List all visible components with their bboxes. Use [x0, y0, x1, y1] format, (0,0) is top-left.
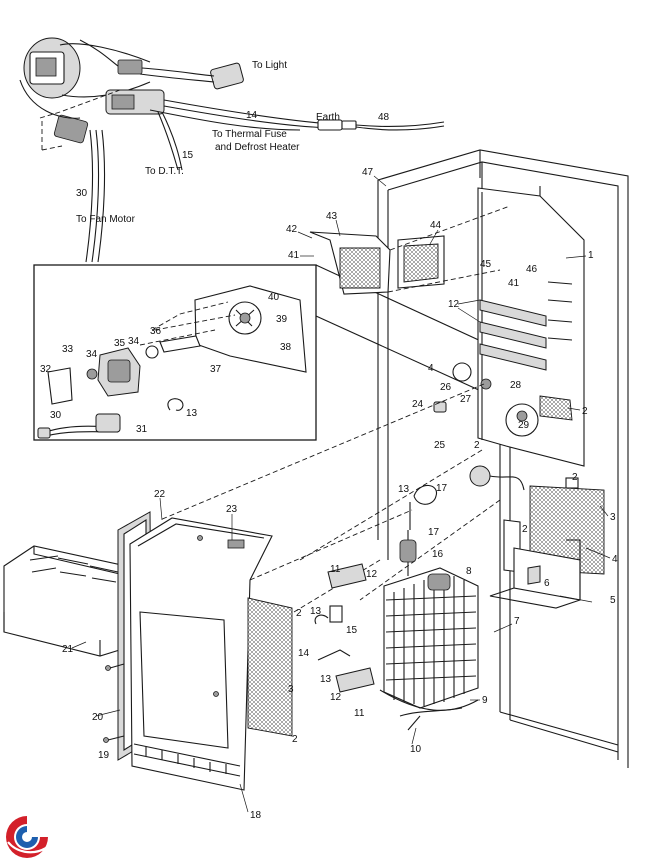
callout-37: 37: [210, 364, 222, 375]
callout-41: 41: [508, 278, 520, 289]
callout-12: 12: [330, 692, 342, 703]
callout-19: 19: [98, 750, 110, 761]
callout-48: 48: [378, 112, 390, 123]
callout-47: 47: [362, 167, 374, 178]
callout-18: 18: [250, 810, 262, 821]
callout-11: 11: [330, 564, 341, 575]
callout-35: 35: [114, 338, 126, 349]
callout-3: 3: [288, 684, 294, 695]
callout-4: 4: [428, 363, 434, 374]
callout-7: 7: [514, 616, 520, 627]
callout-17: 17: [428, 527, 440, 538]
callout-2: 2: [522, 524, 528, 535]
label-defrost-heater: and Defrost Heater: [215, 142, 300, 153]
callout-2: 2: [296, 608, 302, 619]
callout-2: 2: [474, 440, 480, 451]
callout-5: 5: [610, 595, 616, 606]
callout-24: 24: [412, 399, 424, 410]
callout-46: 46: [526, 264, 538, 275]
callout-10: 10: [410, 744, 422, 755]
callout-13: 13: [186, 408, 198, 419]
callout-2: 2: [572, 472, 578, 483]
callout-34: 34: [86, 349, 98, 360]
callout-25: 25: [434, 440, 446, 451]
callout-39: 39: [276, 314, 288, 325]
callout-14: 14: [298, 648, 310, 659]
callout-15: 15: [182, 150, 194, 161]
callout-33: 33: [62, 344, 74, 355]
freezer-cabinet: [159, 149, 629, 768]
callout-22: 22: [154, 489, 166, 500]
callout-29: 29: [518, 420, 530, 431]
callout-13: 13: [320, 674, 332, 685]
callout-30: 30: [50, 410, 62, 421]
callout-13: 13: [398, 484, 410, 495]
callout-9: 9: [482, 695, 488, 706]
callout-43: 43: [326, 211, 338, 222]
label-to-thermal-fuse: To Thermal Fuse: [212, 129, 287, 140]
callout-21: 21: [62, 644, 74, 655]
wiring-harness: [19, 37, 445, 263]
fan-motor-detail-inset: [33, 264, 317, 441]
callout-1: 1: [588, 250, 594, 261]
callout-38: 38: [280, 342, 292, 353]
label-to-light: To Light: [252, 60, 287, 71]
callout-34: 34: [128, 336, 140, 347]
callout-17: 17: [436, 483, 448, 494]
callout-12: 12: [366, 569, 378, 580]
callout-44: 44: [430, 220, 442, 231]
callout-4: 4: [612, 554, 618, 565]
callout-45: 45: [480, 259, 492, 270]
callout-30: 30: [76, 188, 88, 199]
brand-swirl-icon: [6, 816, 48, 858]
callout-15: 15: [346, 625, 358, 636]
label-to-dtt: To D.T.T.: [145, 166, 184, 177]
callout-12: 12: [448, 299, 460, 310]
callout-3: 3: [610, 512, 616, 523]
callout-32: 32: [40, 364, 52, 375]
rear-panel-assembly: [3, 509, 413, 791]
callout-23: 23: [226, 504, 238, 515]
callout-36: 36: [150, 326, 162, 337]
callout-2: 2: [582, 406, 588, 417]
callout-41: 41: [288, 250, 300, 261]
callout-40: 40: [268, 292, 280, 303]
callout-11: 11: [354, 708, 365, 719]
callout-6: 6: [544, 578, 550, 589]
callout-13: 13: [310, 606, 322, 617]
label-to-fan-motor: To Fan Motor: [76, 214, 136, 225]
callout-20: 20: [92, 712, 104, 723]
callout-16: 16: [432, 549, 444, 560]
callout-31: 31: [136, 424, 148, 435]
evaporator-coil: [379, 484, 479, 731]
callout-27: 27: [460, 394, 472, 405]
callout-14: 14: [246, 110, 258, 121]
callout-leaders: [71, 175, 611, 813]
callouts: 1 2 2 2 2 2 2 3 3 4 4 5 6 7 8 9 10 11 11…: [40, 110, 618, 821]
callout-42: 42: [286, 224, 298, 235]
callout-26: 26: [440, 382, 452, 393]
callout-28: 28: [510, 380, 522, 391]
label-earth: Earth: [316, 112, 340, 123]
callout-2: 2: [292, 734, 298, 745]
callout-8: 8: [466, 566, 472, 577]
